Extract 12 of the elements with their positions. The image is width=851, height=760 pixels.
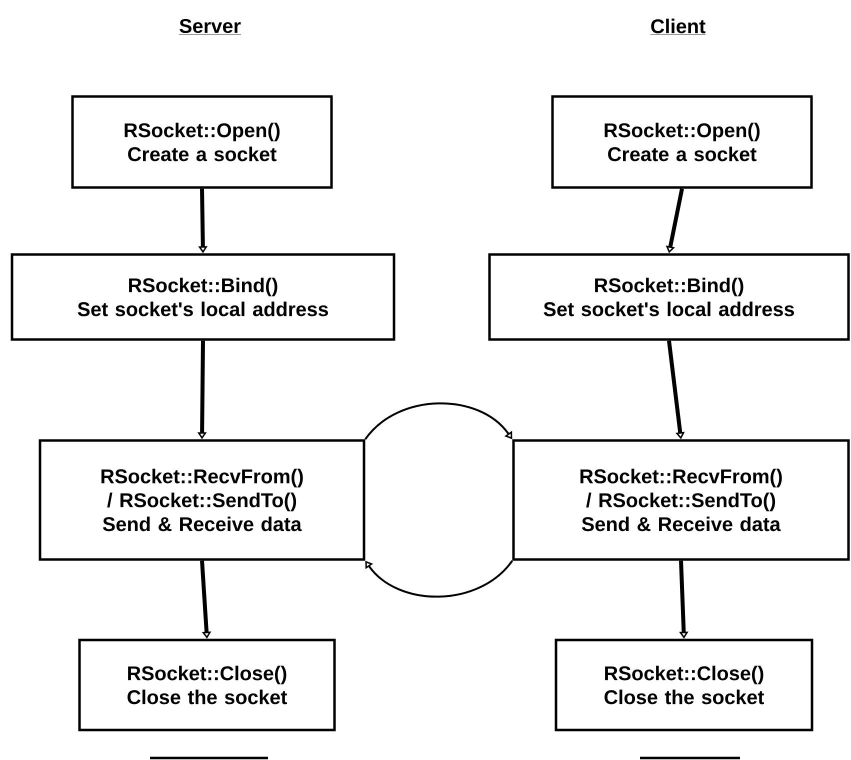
process-box: RSocket::Open() Create a socket bbox=[551, 95, 813, 189]
process-box: RSocket::Bind() Set socket's local address bbox=[488, 253, 850, 341]
column-heading: Server bbox=[178, 18, 242, 35]
process-box: RSocket::RecvFrom() / RSocket::SendTo() Send & Receive data bbox=[38, 439, 366, 561]
process-box: RSocket::Bind() Set socket's local address bbox=[10, 253, 396, 341]
process-box: RSocket::Close() Close the socket bbox=[78, 638, 336, 732]
process-box: RSocket::Close() Close the socket bbox=[554, 638, 814, 732]
process-box: RSocket::RecvFrom() / RSocket::SendTo() Send & Receive data bbox=[512, 439, 850, 561]
arrow bbox=[364, 402, 512, 440]
arrow bbox=[365, 560, 514, 598]
process-box: RSocket::Open() Create a socket bbox=[71, 95, 333, 189]
column-heading: Client bbox=[650, 18, 706, 35]
